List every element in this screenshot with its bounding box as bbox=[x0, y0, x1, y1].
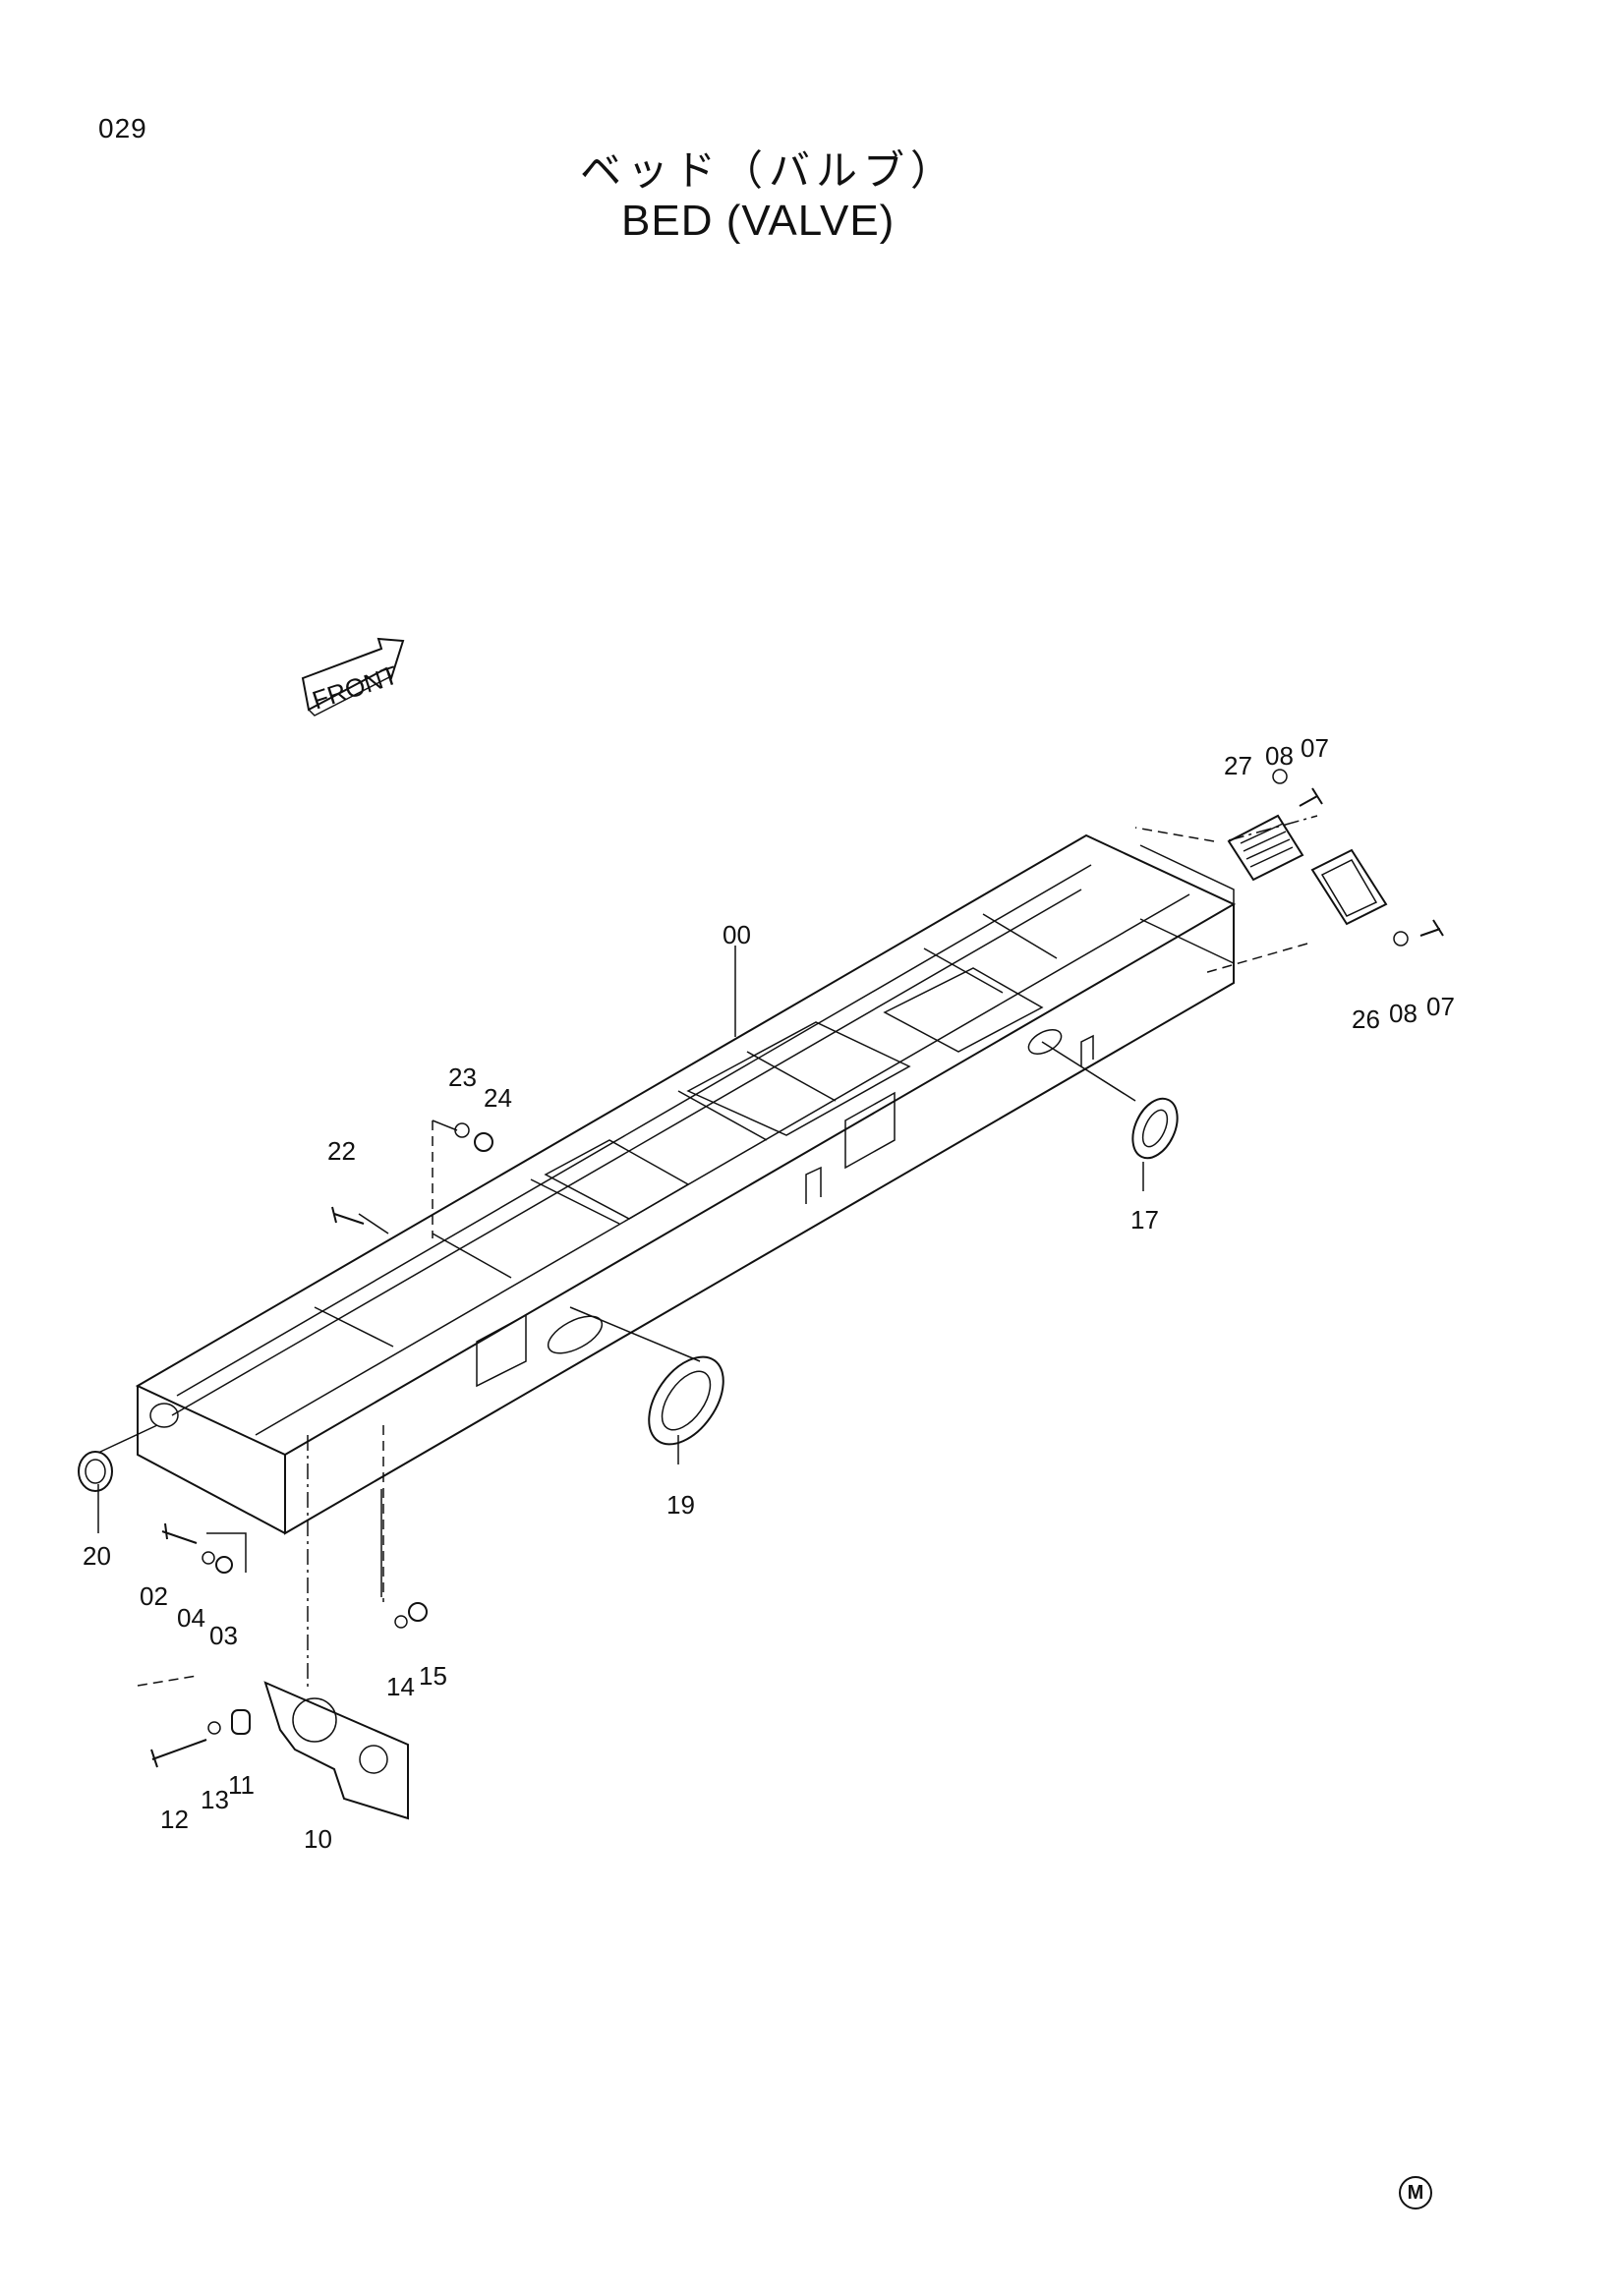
label-07b: 07 bbox=[1426, 992, 1455, 1021]
label-26: 26 bbox=[1352, 1004, 1380, 1034]
washer-04 bbox=[202, 1551, 215, 1565]
label-08b: 08 bbox=[1389, 999, 1418, 1028]
front-arrow-icon: FRONT bbox=[301, 637, 405, 717]
corner-mark: M bbox=[1399, 2176, 1432, 2210]
part-labels: 00 02 03 04 07 07 08 08 10 11 12 13 14 1… bbox=[83, 733, 1455, 1854]
washer-14 bbox=[394, 1615, 408, 1629]
bolt-07a bbox=[1299, 787, 1323, 807]
part-27-grille bbox=[1227, 814, 1304, 882]
label-12: 12 bbox=[160, 1805, 189, 1834]
label-15: 15 bbox=[419, 1661, 447, 1691]
label-24: 24 bbox=[484, 1083, 512, 1113]
collar-11 bbox=[231, 1709, 251, 1735]
part-26-cover bbox=[1310, 848, 1388, 926]
label-02: 02 bbox=[140, 1581, 168, 1611]
label-13: 13 bbox=[201, 1785, 229, 1814]
leader-lines bbox=[97, 815, 1318, 1691]
label-11: 11 bbox=[228, 1770, 255, 1800]
bed-frame bbox=[135, 833, 1237, 1535]
bolt-07b bbox=[1419, 919, 1444, 937]
label-14: 14 bbox=[386, 1672, 415, 1701]
label-23: 23 bbox=[448, 1062, 477, 1092]
part-10-plate bbox=[263, 1681, 409, 1820]
title-english: BED (VALVE) bbox=[621, 197, 896, 245]
bolt-12 bbox=[150, 1739, 207, 1768]
part-19-seal bbox=[648, 1355, 724, 1446]
label-20: 20 bbox=[83, 1541, 111, 1571]
label-04: 04 bbox=[177, 1603, 205, 1633]
label-27: 27 bbox=[1224, 751, 1252, 780]
part-20-cap bbox=[78, 1451, 113, 1492]
label-17: 17 bbox=[1130, 1205, 1159, 1234]
label-19: 19 bbox=[666, 1490, 695, 1520]
label-08a: 08 bbox=[1265, 741, 1294, 771]
label-22: 22 bbox=[327, 1136, 356, 1166]
front-label: FRONT bbox=[309, 660, 402, 715]
label-00: 00 bbox=[723, 920, 751, 949]
washer-23 bbox=[454, 1122, 470, 1138]
nut-24 bbox=[474, 1132, 493, 1152]
part-17-seal bbox=[1131, 1097, 1179, 1160]
title-japanese: ベッド（バルブ） bbox=[580, 146, 958, 195]
washer-08b bbox=[1393, 931, 1409, 947]
label-10: 10 bbox=[304, 1824, 332, 1854]
washer-08a bbox=[1272, 769, 1288, 784]
nut-15 bbox=[408, 1602, 428, 1622]
small-parts bbox=[78, 769, 1444, 1820]
page-number: 029 bbox=[98, 113, 147, 144]
bolt-22 bbox=[331, 1206, 365, 1225]
label-07a: 07 bbox=[1301, 733, 1329, 763]
nut-03 bbox=[215, 1556, 233, 1574]
washer-13 bbox=[207, 1721, 221, 1735]
label-03: 03 bbox=[209, 1621, 238, 1650]
bolt-02 bbox=[161, 1522, 198, 1544]
